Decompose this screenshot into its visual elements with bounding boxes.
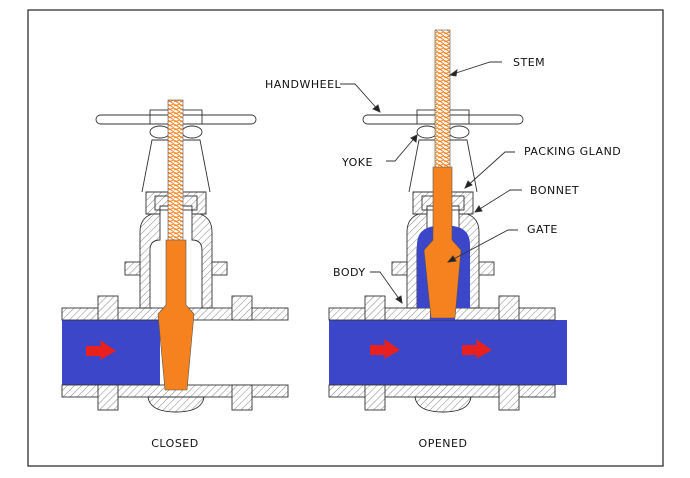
leader-lines <box>340 61 522 304</box>
gate-opened <box>423 166 462 319</box>
caption-closed: CLOSED <box>151 437 198 450</box>
opened-valve <box>328 29 567 413</box>
label-gate: GATE <box>527 223 558 236</box>
fluid-flow <box>329 320 567 385</box>
diagram-frame <box>27 9 664 467</box>
caption-opened: OPENED <box>419 437 468 450</box>
label-bonnet: BONNET <box>530 184 579 197</box>
closed-valve <box>61 99 289 413</box>
label-handwheel: HANDWHEEL <box>265 78 342 91</box>
gate-closed <box>157 239 195 391</box>
threaded-stem <box>434 29 451 171</box>
label-yoke: YOKE <box>341 156 373 169</box>
threaded-stem <box>167 99 184 241</box>
label-stem: STEM <box>513 56 545 69</box>
label-packing-gland: PACKING GLAND <box>524 145 621 158</box>
label-body: BODY <box>333 266 366 279</box>
